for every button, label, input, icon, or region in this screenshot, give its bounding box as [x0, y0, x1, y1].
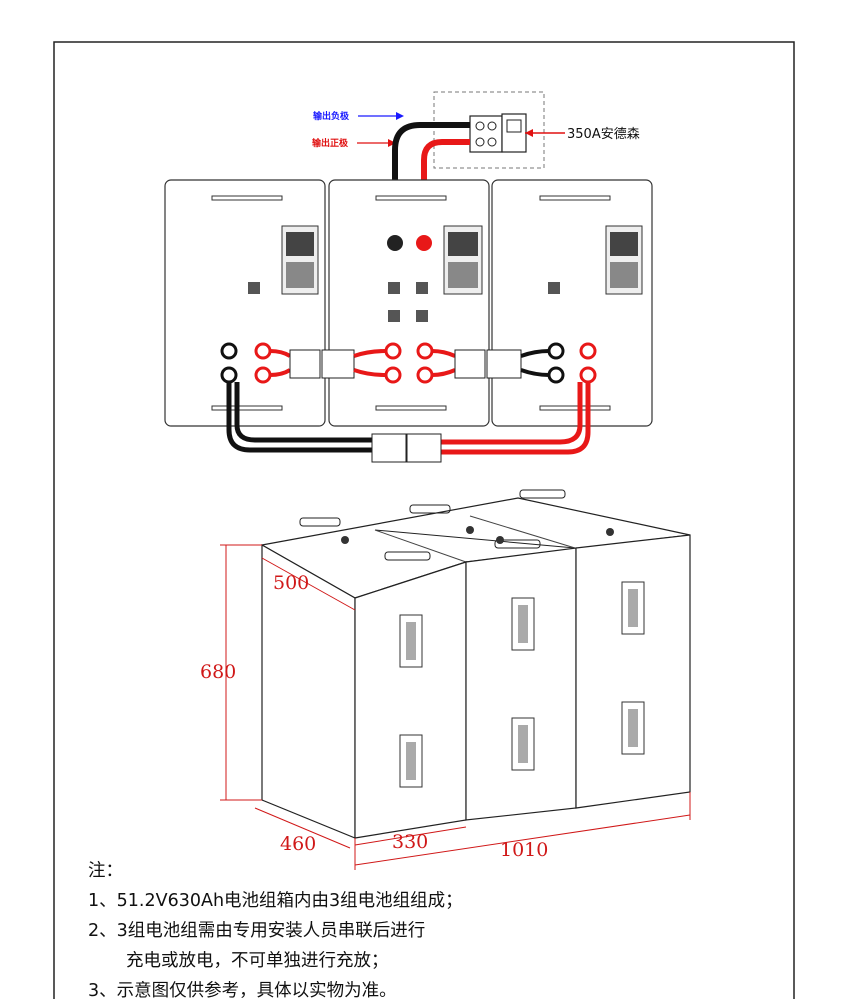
note-line-3: 3、示意图仅供参考，具体以实物为准。 [88, 981, 397, 1001]
bottom-anderson-connector [371, 433, 442, 463]
positive-output-label: 输出正极 [312, 137, 349, 149]
positive-output-cable [421, 139, 470, 240]
note-line-1: 1、51.2V630Ah电池组箱内由3组电池组组成； [88, 891, 463, 911]
anderson-connector [469, 113, 527, 153]
negative-output-cable [392, 122, 470, 240]
dimension-total-width: 1010 [500, 839, 548, 861]
dimension-depth-top: 500 [273, 572, 309, 594]
negative-output-label: 输出负极 [313, 110, 350, 122]
battery-panel-right [491, 179, 653, 427]
bottom-positive-cable [440, 382, 591, 455]
dimension-depth-bottom: 460 [280, 833, 316, 855]
notes-section: 注： 1、51.2V630Ah电池组箱内由3组电池组组成； 2、3组电池组需由专… [88, 856, 768, 1006]
anderson-label: 350A安德森 [567, 127, 640, 142]
anderson-connector-box [433, 91, 545, 169]
bottom-negative-cable-2 [234, 382, 372, 443]
battery-cabinets-3d [260, 489, 691, 839]
note-line-2: 2、3组电池组需由专用安装人员串联后进行 [88, 921, 426, 941]
dimension-height: 680 [200, 661, 236, 683]
series-connector-left [269, 349, 387, 379]
battery-panel-left [164, 179, 326, 427]
bottom-negative-cable [226, 382, 372, 453]
dimension-lines [220, 544, 691, 870]
notes-title: 注： [88, 861, 123, 881]
dimension-unit-width: 330 [392, 831, 428, 853]
diagram-border [53, 41, 795, 999]
series-connector-right [431, 349, 550, 379]
note-line-2-continued: 充电或放电，不可单独进行充放； [126, 951, 389, 971]
battery-panel-middle [328, 179, 490, 427]
bottom-positive-cable-2 [440, 382, 583, 445]
